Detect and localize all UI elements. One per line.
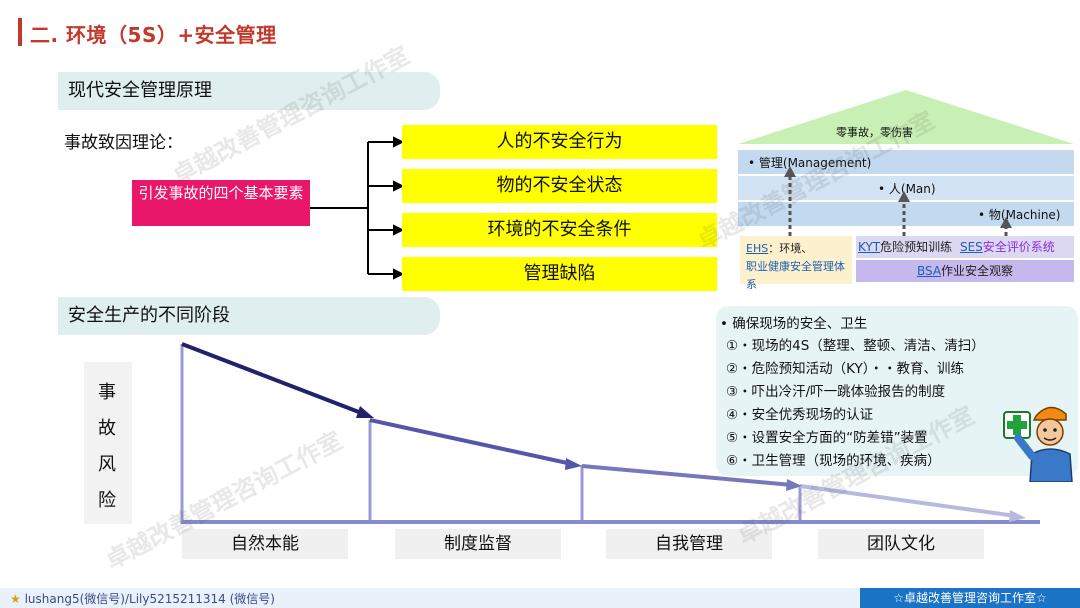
measure-item: ③・吓出冷汗/吓一跳体验报告的制度: [726, 380, 945, 400]
risk-char-1: 事: [98, 378, 116, 404]
accident-risk-label: 事 故 风 险: [84, 362, 132, 524]
measures-head: • 确保现场的安全、卫生: [720, 312, 867, 332]
footer-contact: ★ lushang5(微信号)/Lily5215211314 (微信号): [10, 590, 275, 607]
stage-self-management: 自我管理: [606, 529, 772, 559]
safety-worker-icon: [1000, 398, 1078, 482]
stage-system-supervision: 制度监督: [395, 529, 561, 559]
risk-char-2: 故: [98, 414, 116, 440]
measure-item: ①・现场的4S（整理、整顿、清洁、清扫）: [726, 334, 985, 354]
measure-item: ②・危险预知活动（KY）・・教育、训练: [726, 357, 964, 377]
measure-item: ⑥・卫生管理（现场的环境、疾病）: [726, 449, 941, 469]
footer-contact-text: lushang5(微信号)/Lily5215211314 (微信号): [25, 592, 275, 606]
measure-item: ⑤・设置安全方面的“防差错”装置: [726, 426, 928, 446]
stage-natural-instinct: 自然本能: [182, 529, 348, 559]
risk-char-4: 险: [98, 486, 116, 512]
risk-char-3: 风: [98, 450, 116, 476]
star-icon: ★: [10, 592, 21, 606]
measure-item: ④・安全优秀现场的认证: [726, 403, 873, 423]
footer-brand: ☆卓越改善管理咨询工作室☆: [860, 588, 1080, 608]
stage-team-culture: 团队文化: [818, 529, 984, 559]
